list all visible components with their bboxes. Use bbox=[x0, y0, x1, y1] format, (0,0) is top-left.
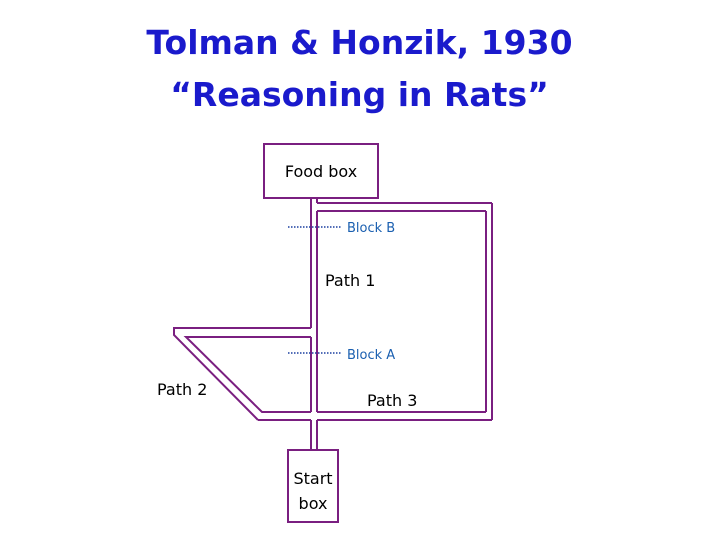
path-3-label: Path 3 bbox=[367, 391, 417, 410]
path-1-label: Path 1 bbox=[325, 271, 375, 290]
start-box-label-line-2: box bbox=[299, 494, 328, 513]
start-box-label-line-1: Start bbox=[293, 469, 332, 488]
path-2-inner-wall bbox=[183, 336, 311, 413]
title-line-2: “Reasoning in Rats” bbox=[170, 75, 549, 114]
food-box-label: Food box bbox=[285, 162, 357, 181]
block-b-label: Block B bbox=[347, 221, 395, 236]
start-box bbox=[287, 449, 339, 523]
food-box bbox=[263, 143, 379, 199]
title-line-1: Tolman & Honzik, 1930 bbox=[146, 23, 573, 62]
block-a-label: Block A bbox=[347, 348, 395, 363]
path-2-outer-wall bbox=[173, 327, 311, 421]
path-2-label: Path 2 bbox=[157, 380, 207, 399]
maze-outline bbox=[173, 143, 493, 523]
